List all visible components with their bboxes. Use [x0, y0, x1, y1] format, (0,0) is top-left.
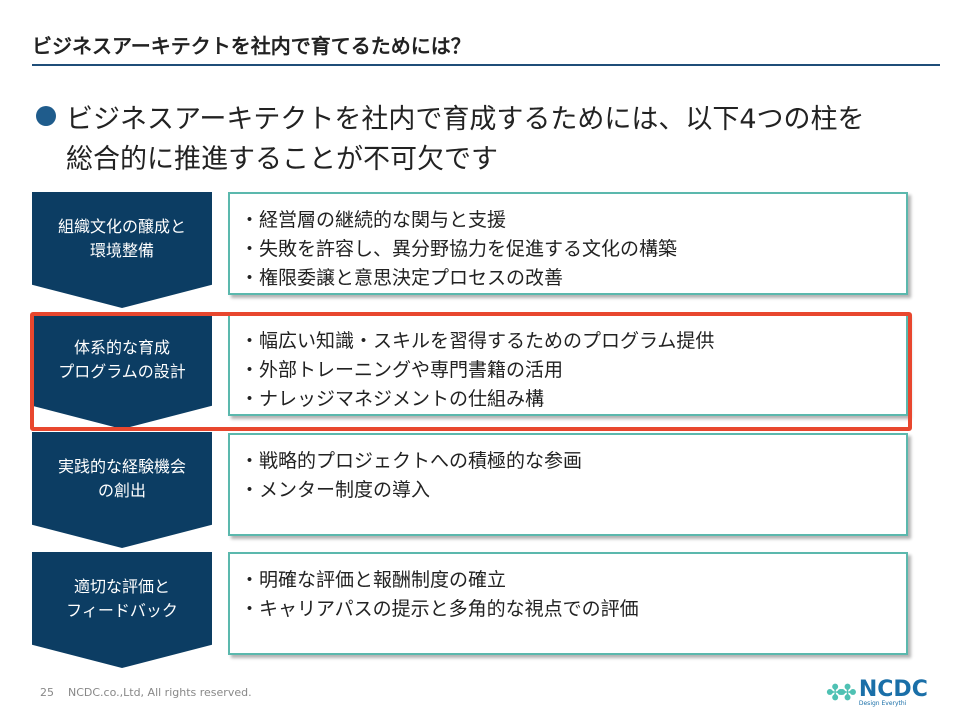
detail-item: ・戦略的プロジェクトへの積極的な参画 [240, 450, 583, 472]
detail-item: ・失敗を許容し、異分野協力を促進する文化の構築 [240, 238, 678, 260]
pillar-chevron-2: 体系的な育成プログラムの設計 [32, 313, 212, 429]
detail-item: ・外部トレーニングや専門書籍の活用 [240, 359, 564, 381]
pillar-details-4: ・明確な評価と報酬制度の確立 ・キャリアパスの提示と多角的な視点での評価 [228, 552, 908, 655]
page-number: 25 [40, 686, 54, 699]
title-divider [32, 64, 940, 66]
pillar-label: 実践的な経験機会 [57, 457, 186, 476]
detail-item: ・明確な評価と報酬制度の確立 [240, 569, 507, 591]
detail-item: ・幅広い知識・スキルを習得するためのプログラム提供 [240, 330, 715, 352]
lead-line-2: 総合的に推進することが不可欠です [66, 144, 498, 175]
logo-tagline: Design Everythi [858, 700, 907, 707]
pillar-label: フィードバック [66, 601, 178, 620]
pillar-label: 環境整備 [89, 241, 154, 260]
detail-item: ・ナレッジマネジメントの仕組み構 [240, 388, 545, 410]
logo-mark-icon: ✤✤ [826, 681, 857, 706]
pillar-chevron-1: 組織文化の醸成と環境整備 [32, 192, 212, 308]
lead-text: ビジネスアーキテクトを社内で育成するためには、以下4つの柱を 総合的に推進するこ… [36, 100, 865, 180]
pillar-chevron-3: 実践的な経験機会の創出 [32, 432, 212, 548]
pillar-details-2: ・幅広い知識・スキルを習得するためのプログラム提供 ・外部トレーニングや専門書籍… [228, 313, 908, 416]
lead-line-1: ビジネスアーキテクトを社内で育成するためには、以下4つの柱を [66, 104, 865, 135]
footer: 25 NCDC.co.,Ltd, All rights reserved. [40, 686, 252, 699]
logo-name: NCDC [858, 677, 928, 702]
detail-item: ・権限委譲と意思決定プロセスの改善 [240, 267, 564, 289]
pillar-label: プログラムの設計 [58, 362, 186, 381]
detail-item: ・メンター制度の導入 [240, 479, 431, 501]
highlight-frame [30, 312, 912, 431]
detail-item: ・キャリアパスの提示と多角的な視点での評価 [240, 598, 639, 620]
pillar-label: 体系的な育成 [73, 338, 170, 357]
pillar-label: 適切な評価と [73, 577, 170, 596]
bullet-icon [36, 106, 56, 126]
pillar-label: 組織文化の醸成と [57, 217, 186, 236]
copyright: NCDC.co.,Ltd, All rights reserved. [68, 686, 252, 699]
slide-title: ビジネスアーキテクトを社内で育てるためには？ [32, 34, 471, 58]
pillar-label: の創出 [97, 481, 146, 500]
pillar-details-3: ・戦略的プロジェクトへの積極的な参画 ・メンター制度の導入 [228, 433, 908, 536]
pillar-chevron-4: 適切な評価とフィードバック [32, 552, 212, 668]
detail-item: ・経営層の継続的な関与と支援 [240, 209, 507, 231]
pillar-details-1: ・経営層の継続的な関与と支援 ・失敗を許容し、異分野協力を促進する文化の構築 ・… [228, 192, 908, 295]
